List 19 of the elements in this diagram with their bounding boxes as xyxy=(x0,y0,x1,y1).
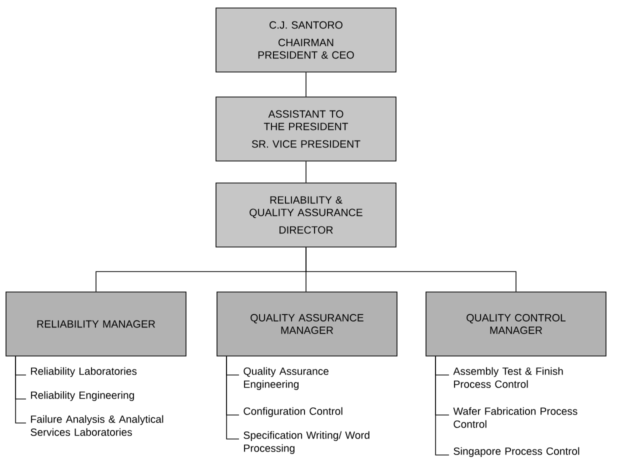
bracket-line xyxy=(15,356,26,424)
department-text: Configuration Control xyxy=(244,407,342,417)
department-text: Specification Writing/ Word Processing xyxy=(244,431,370,454)
department-text: Quality Assurance Engineering xyxy=(244,367,328,390)
department-text: Wafer Fabrication Process Control xyxy=(453,407,578,428)
title-box: RELIABILITY MANAGER xyxy=(6,292,186,356)
department-text: Reliability Engineering xyxy=(31,391,134,401)
department-text: Assembly Test & Finish Process Control xyxy=(453,367,563,388)
title-box: RELIABILITY & QUALITY ASSURANCE DIRECTOR xyxy=(216,182,396,248)
bracket-line xyxy=(226,356,240,440)
connector-line xyxy=(306,247,516,292)
title-box: QUALITY CONTROL MANAGER xyxy=(426,292,606,356)
department-text: Reliability Laboratories xyxy=(31,367,137,377)
title-box: QUALITY ASSURANCE MANAGER xyxy=(216,292,398,356)
bracket-line xyxy=(435,356,450,456)
department-text: Singapore Process Control xyxy=(454,447,580,457)
title-box: C.J. SANTORO CHAIRMAN PRESIDENT & CEO xyxy=(216,8,396,72)
title-box: ASSISTANT TO THE PRESIDENT SR. VICE PRESIDENT xyxy=(216,96,396,162)
department-text: Failure Analysis & Analytical Services Laboratories xyxy=(30,415,164,436)
